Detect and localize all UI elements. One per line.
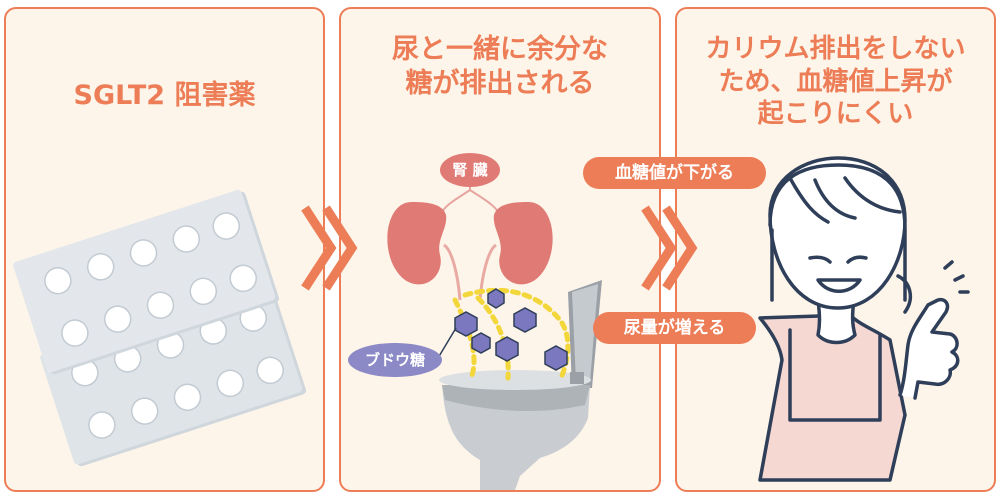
title-line: 尿と一緒に余分な: [392, 34, 608, 65]
chevron-arrow-icon: [301, 205, 358, 291]
urine-increase-badge: 尿量が増える: [593, 312, 756, 344]
woman-pointing-icon: [758, 156, 970, 482]
glucose-label: ブドウ糖: [348, 343, 442, 377]
kidney-icon: [387, 171, 553, 301]
blood-sugar-down-badge: 血糖値が下がる: [583, 157, 766, 189]
title-line: 起こりにくい: [757, 99, 914, 129]
title-line: SGLT2 阻害薬: [73, 80, 256, 111]
chevron-arrow-icon: [641, 205, 698, 291]
kidney-label: 腎 臓: [440, 153, 500, 187]
toilet-icon: [439, 280, 602, 490]
title-line: 糖が排出される: [405, 67, 595, 99]
title-line: ため、血糖値上昇が: [718, 66, 953, 97]
panel-title-potassium: カリウム排出をしない ため、血糖値上昇が 起こりにくい: [677, 33, 994, 131]
title-line: カリウム排出をしない: [705, 34, 966, 64]
pill-blister-pack-icon: [13, 189, 307, 467]
panel-title-glucose-excretion: 尿と一緒に余分な 糖が排出される: [341, 33, 659, 101]
panel-title-sglt2: SGLT2 阻害薬: [6, 79, 323, 113]
glucose-molecule-icon: [437, 287, 571, 383]
